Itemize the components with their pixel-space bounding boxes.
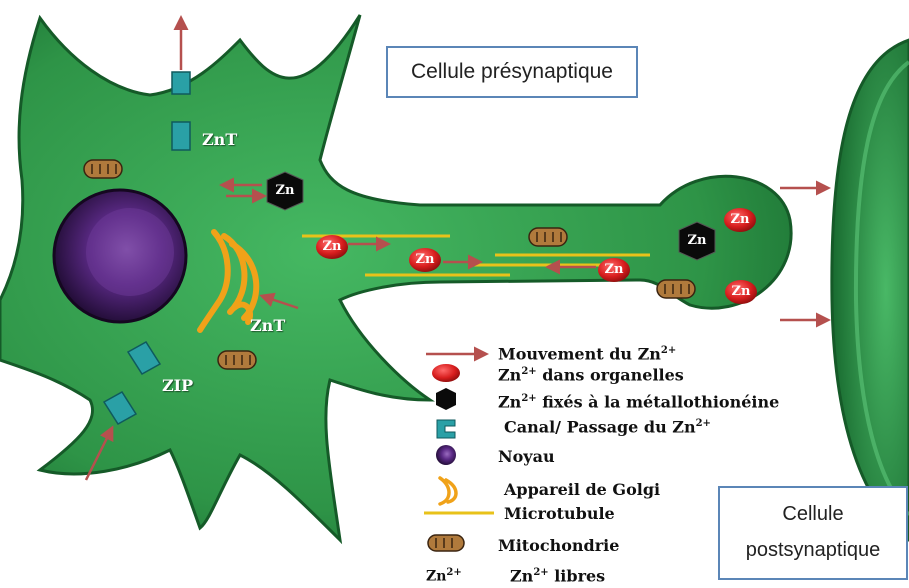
legend-row-free-zn: Zn2+ Zn2+ libres (420, 562, 720, 586)
legend-text: Microtubule (504, 504, 615, 523)
legend-row-metallothionein: Zn2+ fixés à la métallothionéine (420, 388, 720, 412)
legend-icon-sup: 2+ (446, 567, 461, 578)
legend-text: Appareil de Golgi (504, 480, 660, 499)
legend-text: Zn (498, 392, 521, 411)
legend-sup: 2+ (521, 366, 536, 377)
legend-free-zn-icon: Zn2+ (426, 562, 462, 588)
legend-row-channel: Canal/ Passage du Zn2+ (420, 413, 720, 437)
hexagon-zn-1-label: Zn (265, 181, 305, 201)
postsynaptic-label-line1: Cellule (720, 496, 906, 532)
legend-sup: 2+ (521, 393, 536, 404)
legend-row-mitochondria: Mitochondrie (420, 535, 720, 559)
red-zn-5-label: Zn (721, 282, 761, 302)
red-zn-4-label: Zn (720, 210, 760, 230)
red-zn-3-label: Zn (594, 260, 634, 280)
legend-text: Zn (498, 365, 521, 384)
legend-row-microtubule: Microtubule (420, 503, 720, 527)
znt-label-golgi: ZnT (250, 316, 285, 335)
legend-icon-text: Zn (426, 569, 446, 585)
legend-sup: 2+ (661, 345, 676, 356)
legend-text: Mitochondrie (498, 536, 619, 555)
postsynaptic-cell-label: Cellule postsynaptique (718, 486, 908, 580)
legend-text: Noyau (498, 447, 555, 466)
znt-label-top: ZnT (202, 130, 237, 149)
presynaptic-cell-label: Cellule présynaptique (386, 46, 638, 98)
legend-text: fixés à la métallothionéine (537, 392, 780, 411)
legend-row-golgi: Appareil de Golgi (420, 479, 720, 503)
legend-text: libres (549, 566, 606, 585)
legend-text: Zn (510, 566, 533, 585)
legend-sup: 2+ (696, 418, 711, 429)
zip-label: ZIP (162, 376, 193, 395)
legend-text: dans organelles (537, 365, 684, 384)
legend-text: Canal/ Passage du Zn (504, 417, 696, 436)
hexagon-zn-2-label: Zn (677, 231, 717, 251)
legend-row-organelles: Zn2+ dans organelles (420, 361, 720, 385)
legend-row-nucleus: Noyau (420, 446, 720, 470)
postsynaptic-label-line2: postsynaptique (720, 532, 906, 568)
red-zn-1-label: Zn (312, 237, 352, 257)
legend-sup: 2+ (533, 567, 548, 578)
red-zn-2-label: Zn (405, 250, 445, 270)
postsynaptic-cell (832, 40, 909, 540)
